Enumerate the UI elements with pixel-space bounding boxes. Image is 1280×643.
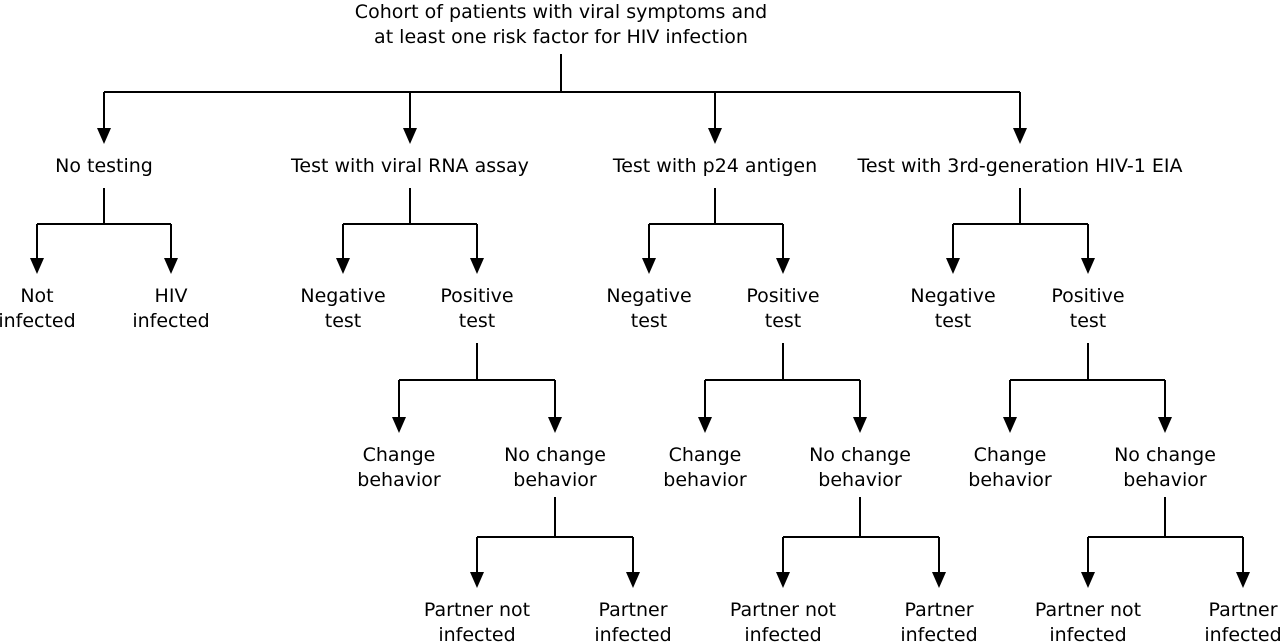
node-rna-partner-inf: Partner infected [594, 599, 671, 643]
node-label-line: infected [0, 310, 76, 332]
node-label-line: test [935, 310, 972, 332]
arrowhead [548, 417, 562, 433]
node-label-line: No change [1114, 444, 1216, 466]
node-p24-partner-inf: Partner infected [900, 599, 977, 643]
arrowhead [853, 417, 867, 433]
node-rna: Test with viral RNA assay [290, 155, 529, 177]
node-rna-pos: Positive test [440, 285, 513, 332]
node-label-line: Partner not [1035, 599, 1141, 621]
node-label-line: infected [132, 310, 209, 332]
arrowhead [403, 128, 417, 144]
arrowhead [626, 572, 640, 588]
node-label-line: infected [594, 624, 671, 643]
node-label-line: No testing [55, 155, 153, 177]
arrowhead [470, 572, 484, 588]
node-label-line: test [325, 310, 362, 332]
arrowhead [708, 128, 722, 144]
node-eia: Test with 3rd-generation HIV-1 EIA [856, 155, 1182, 177]
arrowhead [30, 258, 44, 274]
arrowhead [1158, 417, 1172, 433]
node-label-line: Positive [1051, 285, 1124, 307]
node-p24-nochange: No change behavior [809, 444, 911, 491]
node-label-line: behavior [663, 469, 747, 491]
node-label-line: behavior [818, 469, 902, 491]
node-rna-partner-not: Partner not infected [424, 599, 530, 643]
edges-layer [30, 54, 1250, 588]
arrowhead [932, 572, 946, 588]
node-label-line: No change [809, 444, 911, 466]
node-label-line: infected [1204, 624, 1280, 643]
node-label-line: Not [20, 285, 53, 307]
node-rna-neg: Negative test [300, 285, 385, 332]
node-label-line: infected [744, 624, 821, 643]
node-p24-change: Change behavior [663, 444, 747, 491]
node-label-line: Partner [598, 599, 667, 621]
node-p24-neg: Negative test [606, 285, 691, 332]
node-label-line: behavior [968, 469, 1052, 491]
node-eia-partner-not: Partner not infected [1035, 599, 1141, 643]
node-label-line: No change [504, 444, 606, 466]
arrowhead [1081, 258, 1095, 274]
arrowhead [336, 258, 350, 274]
arrowhead [642, 258, 656, 274]
node-label-line: Negative [606, 285, 691, 307]
arrowhead [776, 572, 790, 588]
node-p24-partner-not: Partner not infected [730, 599, 836, 643]
node-label-line: Negative [910, 285, 995, 307]
node-eia-partner-inf: Partner infected [1204, 599, 1280, 643]
arrowhead [392, 417, 406, 433]
arrowhead [1013, 128, 1027, 144]
node-eia-pos: Positive test [1051, 285, 1124, 332]
node-label-line: Partner not [424, 599, 530, 621]
node-label-line: Change [669, 444, 742, 466]
node-label-line: test [459, 310, 496, 332]
node-label-line: Change [974, 444, 1047, 466]
node-label-line: infected [900, 624, 977, 643]
node-label-line: behavior [513, 469, 597, 491]
node-root: Cohort of patients with viral symptoms a… [355, 1, 767, 48]
arrowhead [776, 258, 790, 274]
node-label-line: Test with viral RNA assay [290, 155, 529, 177]
node-rna-change: Change behavior [357, 444, 441, 491]
arrowhead [1003, 417, 1017, 433]
node-label-line: Change [363, 444, 436, 466]
node-hiv-infected: HIV infected [132, 285, 209, 332]
node-label-line: test [1070, 310, 1107, 332]
arrowhead [698, 417, 712, 433]
node-label-line: at least one risk factor for HIV infecti… [374, 26, 748, 48]
node-eia-change: Change behavior [968, 444, 1052, 491]
node-label-line: behavior [1123, 469, 1207, 491]
node-p24-pos: Positive test [746, 285, 819, 332]
node-label-line: behavior [357, 469, 441, 491]
node-label-line: HIV [155, 285, 188, 307]
node-label-line: infected [1049, 624, 1126, 643]
arrowhead [470, 258, 484, 274]
arrowhead [97, 128, 111, 144]
node-label-line: Negative [300, 285, 385, 307]
node-label-line: test [631, 310, 668, 332]
node-label-line: Partner [1208, 599, 1277, 621]
node-eia-neg: Negative test [910, 285, 995, 332]
node-label-line: test [765, 310, 802, 332]
node-label-line: Test with p24 antigen [612, 155, 817, 177]
node-not-infected: Not infected [0, 285, 76, 332]
arrowhead [946, 258, 960, 274]
node-no-testing: No testing [55, 155, 153, 177]
node-label-line: infected [438, 624, 515, 643]
arrowhead [164, 258, 178, 274]
node-p24: Test with p24 antigen [612, 155, 817, 177]
arrowhead [1236, 572, 1250, 588]
node-eia-nochange: No change behavior [1114, 444, 1216, 491]
node-label-line: Partner not [730, 599, 836, 621]
node-rna-nochange: No change behavior [504, 444, 606, 491]
node-label-line: Partner [904, 599, 973, 621]
arrowhead [1081, 572, 1095, 588]
node-label-line: Test with 3rd-generation HIV-1 EIA [856, 155, 1182, 177]
node-label-line: Positive [440, 285, 513, 307]
node-label-line: Positive [746, 285, 819, 307]
node-label-line: Cohort of patients with viral symptoms a… [355, 1, 767, 23]
